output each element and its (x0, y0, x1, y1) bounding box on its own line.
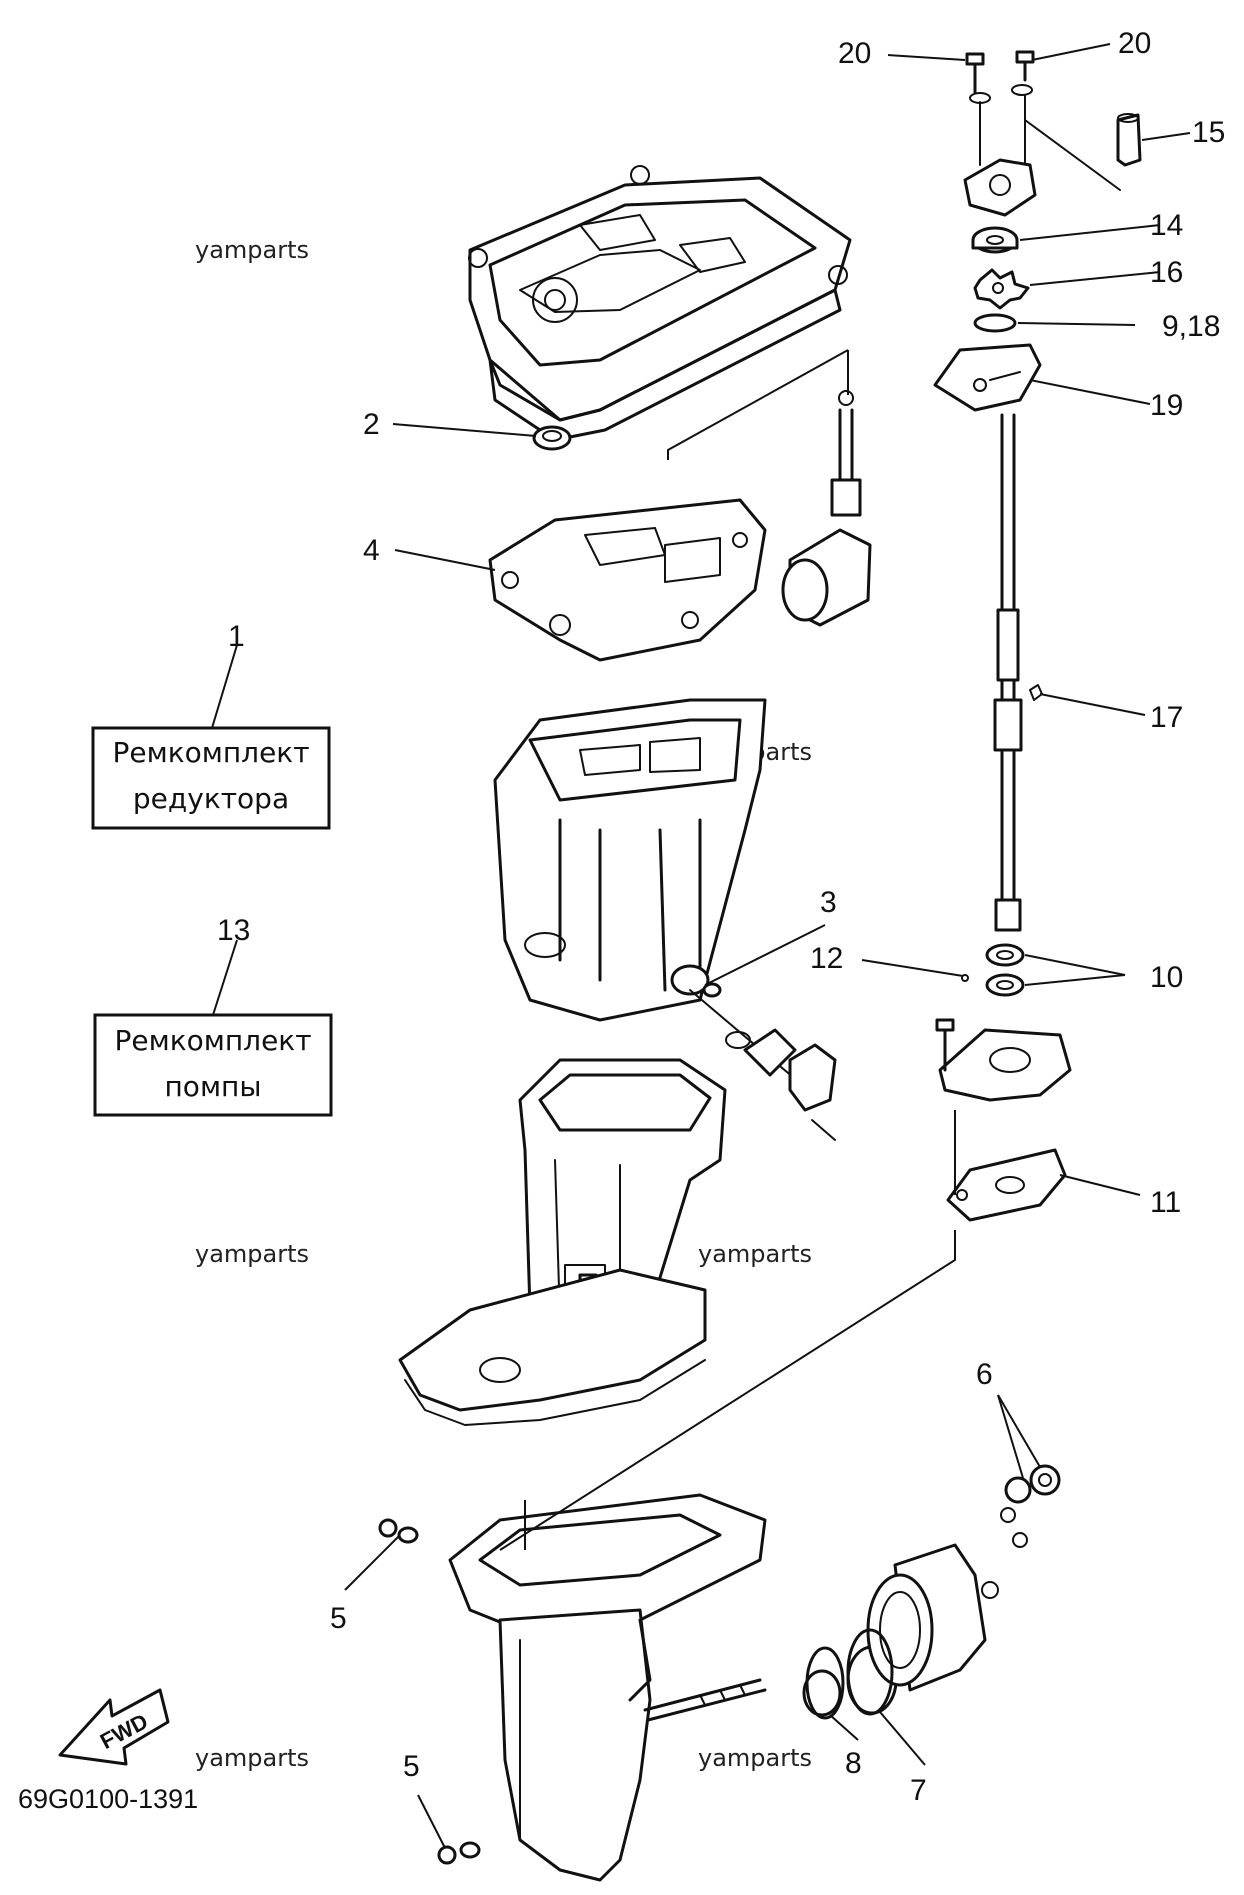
callout-14: 14 (1150, 209, 1183, 242)
watermark: yamparts (698, 1744, 812, 1772)
callout-3: 3 (820, 886, 837, 919)
gear-kit-line2: редуктора (133, 782, 289, 815)
callout-8: 8 (845, 1747, 862, 1780)
gasket-drawing (488, 498, 767, 662)
upper-casing-drawing (468, 165, 852, 451)
callout-12: 12 (810, 942, 843, 975)
callout-6: 6 (976, 1358, 993, 1391)
watermark: yamparts (698, 1240, 812, 1268)
callout-11: 11 (1150, 1186, 1181, 1219)
callout-17: 17 (1150, 701, 1183, 734)
pump-kit-line2: помпы (165, 1070, 262, 1103)
oil-filter-drawing (667, 349, 872, 627)
callout-16: 16 (1150, 256, 1183, 289)
callout-4: 4 (363, 534, 380, 567)
exhaust-guide-drawing (493, 698, 837, 1141)
callout-5-lower: 5 (403, 1750, 420, 1783)
leader-lines (211, 43, 1191, 1849)
watermark: yamparts (195, 1744, 309, 1772)
callout-numbers: 20 20 15 14 16 9,18 19 17 10 12 11 2 4 3… (217, 27, 1225, 1807)
callout-13: 13 (217, 914, 250, 947)
callout-20-left: 20 (838, 37, 871, 70)
lower-casing-drawing (378, 1493, 767, 1882)
callout-20-right: 20 (1118, 27, 1151, 60)
driveshaft-housing-drawing (398, 1058, 727, 1426)
pump-repair-kit-box: Ремкомплект помпы (93, 1013, 333, 1117)
callout-1: 1 (228, 620, 245, 653)
gear-repair-kit-box: Ремкомплект редуктора (91, 726, 331, 830)
forward-arrow-icon: FWD (58, 1688, 170, 1766)
callout-2: 2 (363, 408, 380, 441)
callout-19: 19 (1150, 389, 1183, 422)
callout-9-18: 9,18 (1162, 310, 1220, 343)
callout-5-upper: 5 (330, 1602, 347, 1635)
callout-15: 15 (1192, 116, 1225, 149)
watermark: yamparts (195, 1240, 309, 1268)
callout-7: 7 (910, 1774, 927, 1807)
gear-kit-line1: Ремкомплект (112, 736, 309, 769)
diagram-code: 69G0100-1391 (18, 1784, 198, 1814)
water-pump-drawing (499, 50, 1142, 1551)
callout-10: 10 (1150, 961, 1183, 994)
pump-kit-line1: Ремкомплект (114, 1024, 311, 1057)
watermark: yamparts (195, 236, 309, 264)
